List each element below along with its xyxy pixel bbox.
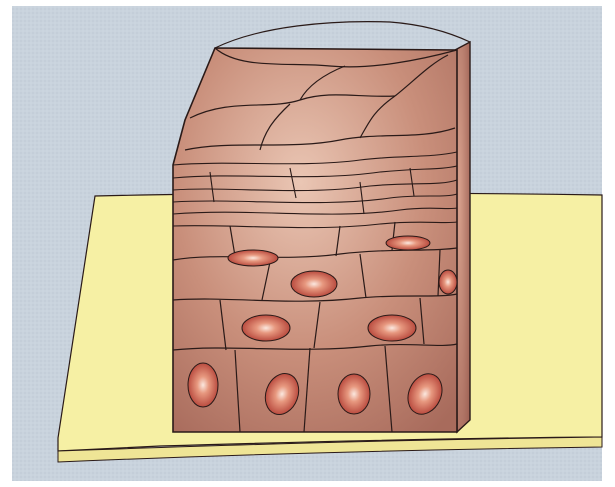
nucleus [386,236,430,250]
nucleus [338,374,370,414]
nucleus [439,270,457,294]
nucleus [368,315,416,341]
nucleus [242,315,290,341]
nucleus [188,363,218,407]
nucleus [228,250,278,266]
nucleus [291,271,337,297]
